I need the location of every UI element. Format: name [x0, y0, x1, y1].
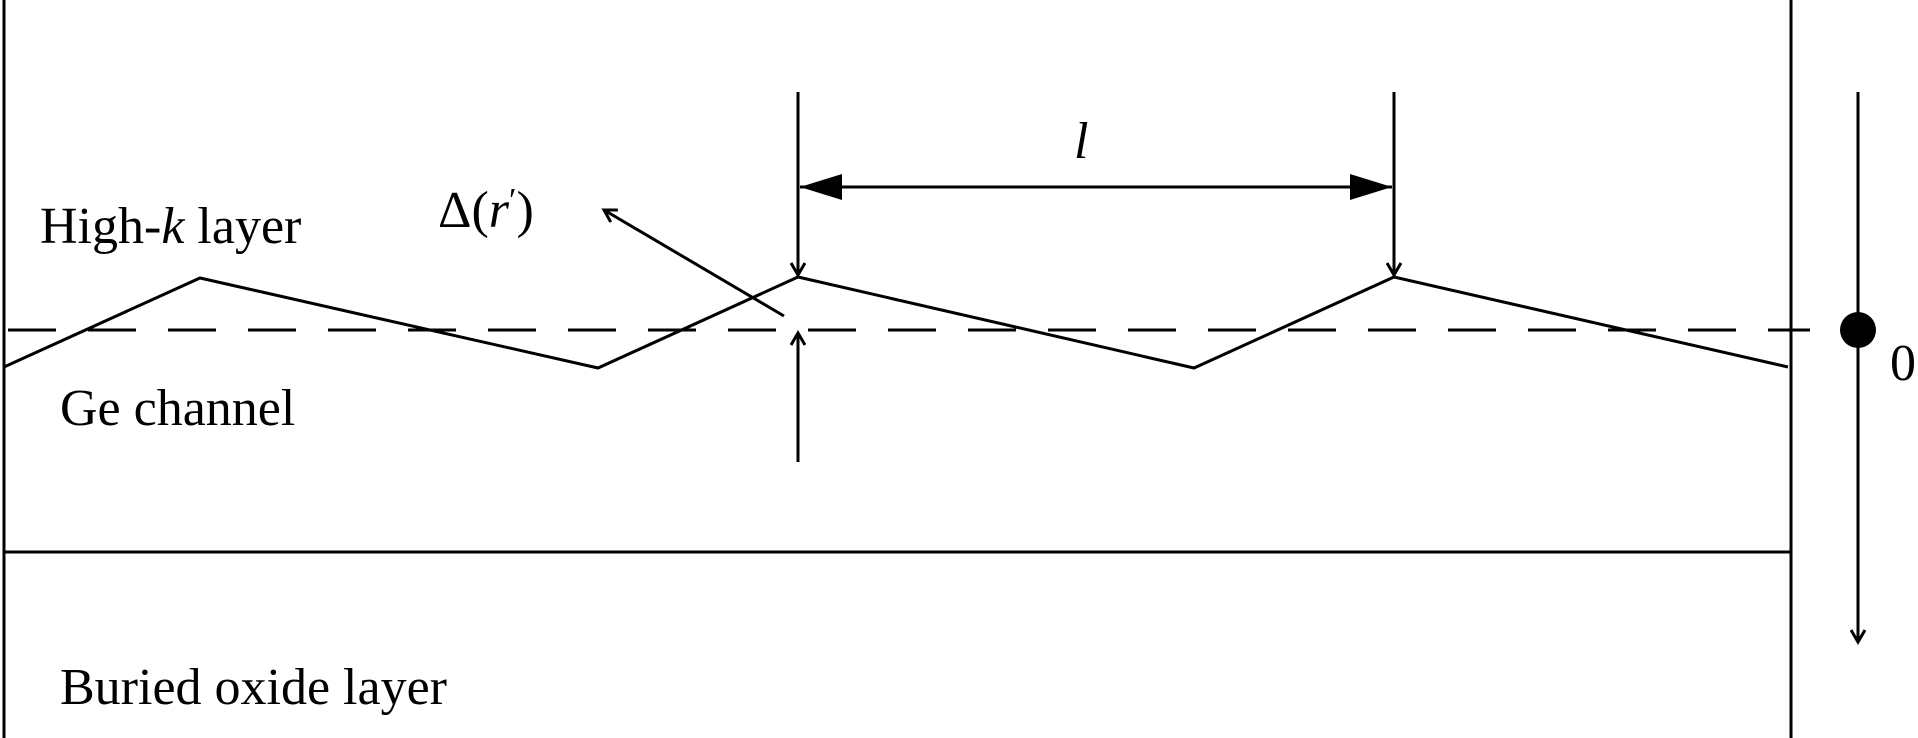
high-k-layer-label: High-k layer [40, 198, 301, 255]
length-label: l [1074, 113, 1088, 170]
ge-channel-label: Ge channel [60, 380, 295, 437]
delta-variable: r [489, 182, 510, 239]
origin-dot [1840, 312, 1876, 348]
high-k-prefix: High- [40, 198, 161, 255]
origin-label: 0 [1890, 335, 1916, 392]
delta-r-label: Δ(r′) [438, 182, 534, 239]
delta-close-paren: ) [516, 182, 533, 239]
delta-symbol: Δ [438, 182, 471, 239]
rough-interface-line [3, 275, 1789, 370]
high-k-suffix: layer [184, 198, 301, 255]
delta-prime: ′ [509, 182, 516, 219]
high-k-symbol: k [161, 198, 185, 255]
delta-pointer-arrow [604, 210, 785, 318]
delta-open-paren: ( [471, 182, 488, 239]
buried-oxide-label: Buried oxide layer [60, 659, 447, 716]
